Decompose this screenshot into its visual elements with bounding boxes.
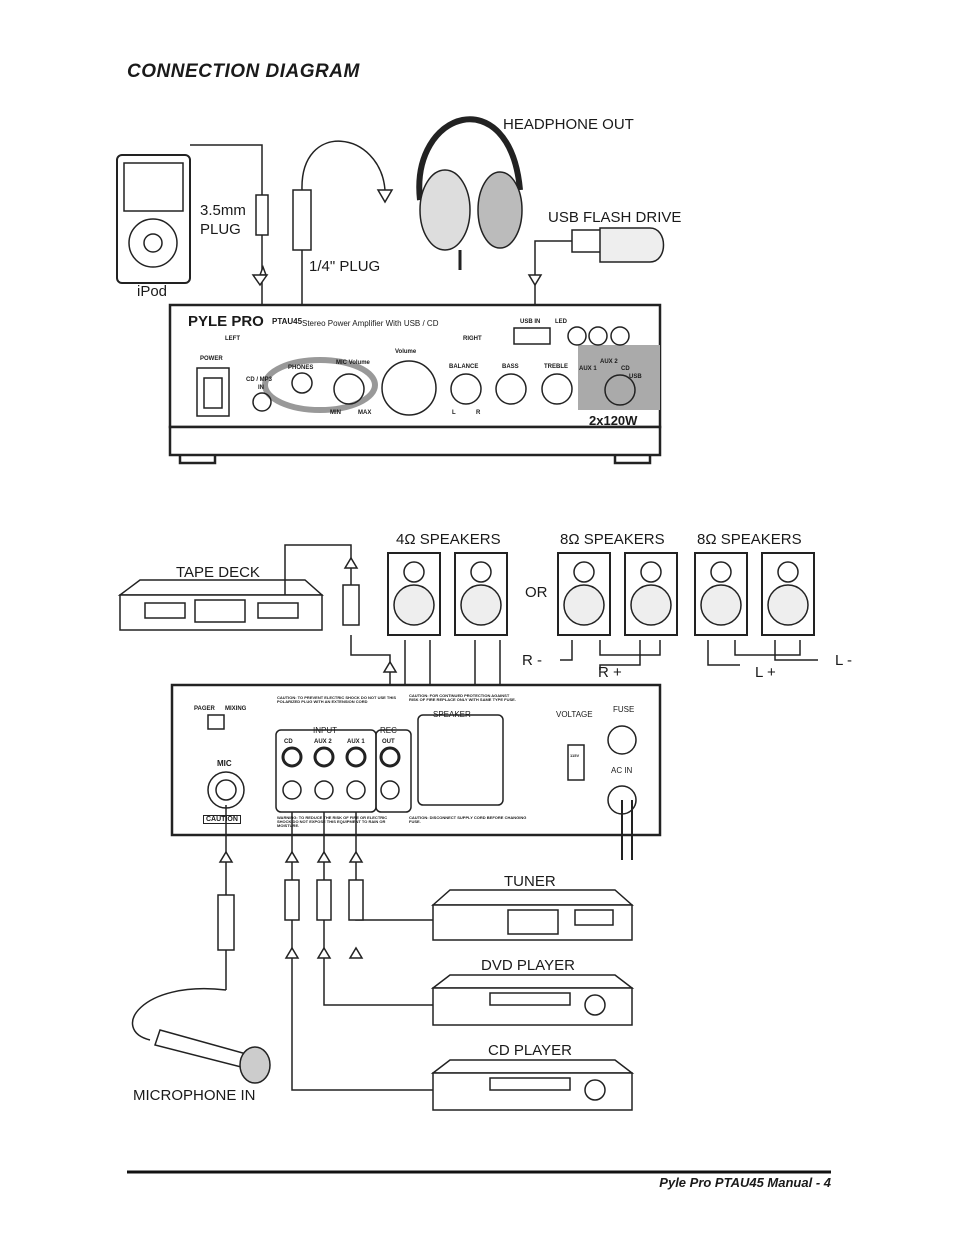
speaker-terminal-label: SPEAKER: [433, 710, 471, 719]
dvd-player-device: [430, 974, 635, 1026]
balance-l-label: L: [452, 410, 456, 416]
warning-text: WARNING: TO REDUCE THE RISK OF FIRE OR E…: [277, 815, 388, 828]
max-label: MAX: [358, 410, 372, 416]
treble-label: TREBLE: [544, 364, 568, 370]
l-minus-label: L -: [835, 652, 852, 669]
phones-cable: [301, 140, 386, 350]
rear-cd-label: CD: [284, 739, 293, 745]
rec-out-label: OUT: [382, 739, 395, 745]
usb-cable: [534, 240, 572, 315]
power-label: POWER: [200, 356, 223, 362]
phones-label: PHONES: [288, 365, 314, 371]
tuner-device: [431, 889, 634, 941]
fuse-label: FUSE: [613, 705, 635, 714]
plug-35mm-label: 3.5mm: [200, 202, 246, 219]
cd-player-label: CD PLAYER: [488, 1042, 572, 1059]
microphone-image: [131, 987, 271, 1084]
input-label: INPUT: [313, 726, 337, 735]
wattage-label: 2x120W: [589, 413, 638, 428]
caution-text-1: CAUTION: TO PREVENT ELECTRIC SHOCK DO NO…: [277, 695, 397, 704]
right-meter-label: RIGHT: [463, 336, 482, 342]
led-label: LED: [555, 319, 567, 325]
page-title: CONNECTION DIAGRAM: [127, 61, 360, 82]
quarter-inch-plug-icon: [292, 189, 312, 251]
min-label: MIN: [330, 410, 341, 416]
ipod-label: iPod: [137, 283, 168, 300]
mic-label: MIC: [217, 759, 232, 768]
aux1-label: AUX 1: [579, 366, 597, 372]
tape-deck-device: [117, 579, 324, 631]
mic-volume-label: MIC Volume: [336, 360, 370, 366]
dvd-player-label: DVD PLAYER: [481, 957, 575, 974]
or-label: OR: [525, 584, 548, 601]
usb-flash-drive-label: USB FLASH DRIVE: [548, 209, 682, 226]
brand-logo: PYLE PRO: [188, 313, 264, 330]
speakers-group: [387, 552, 815, 636]
aux2-label: AUX 2: [600, 359, 618, 365]
plug-35mm-label-2: PLUG: [200, 221, 241, 238]
usb-flash-drive-image: [571, 227, 665, 263]
voltage-label: VOLTAGE: [556, 710, 593, 719]
voltage-switch-value: 115V: [570, 753, 580, 758]
tape-deck-label: TAPE DECK: [176, 564, 260, 581]
ac-in-label: AC IN: [611, 766, 633, 775]
amplifier-front-panel: [168, 303, 662, 465]
microphone-in-label: MICROPHONE IN: [133, 1087, 256, 1104]
caution-text-3: CAUTION: DISCONNECT SUPPLY CORD BEFORE C…: [409, 815, 527, 824]
speakers-4ohm-label: 4Ω SPEAKERS: [396, 531, 501, 548]
tuner-label: TUNER: [504, 873, 556, 890]
cd-player-device: [430, 1059, 635, 1111]
rec-out-cable: [284, 544, 391, 700]
quarter-plug-label: 1/4" PLUG: [309, 258, 381, 275]
speakers-8ohm-label-b: 8Ω SPEAKERS: [697, 531, 802, 548]
headphones-image: [416, 116, 523, 270]
rear-aux1-label: AUX 1: [347, 739, 365, 745]
balance-r-label: R: [476, 410, 481, 416]
balance-label: BALANCE: [449, 364, 479, 370]
ipod-device: [116, 154, 191, 284]
headphone-out-label: HEADPHONE OUT: [503, 116, 634, 133]
amp-subtitle: Stereo Power Amplifier With USB / CD: [302, 319, 439, 328]
page-footer: Pyle Pro PTAU45 Manual - 4: [659, 1175, 831, 1190]
rec-label: REC: [380, 726, 397, 735]
left-meter-label: LEFT: [225, 336, 240, 342]
r-plus-label: R +: [598, 664, 622, 681]
bass-label: BASS: [502, 364, 519, 370]
cd-label: CD: [621, 366, 630, 372]
pager-label: PAGER: [194, 706, 215, 712]
in-label: IN: [258, 385, 264, 391]
usb-label: USB: [629, 374, 642, 380]
caution-text-2: CAUTION: FOR CONTINUED PROTECTION AGAINS…: [409, 693, 516, 702]
rear-aux2-label: AUX 2: [314, 739, 332, 745]
l-plus-label: L +: [755, 664, 776, 681]
mixing-label: MIXING: [225, 706, 247, 712]
volume-label: Volume: [395, 349, 417, 355]
mini-plug-icon: [255, 194, 269, 236]
caution-box: CAUTION: [203, 815, 241, 824]
usb-in-label: USB IN: [520, 319, 541, 325]
model-label: PTAU45: [272, 317, 303, 326]
amplifier-rear-panel: [170, 683, 662, 837]
r-minus-label: R -: [522, 652, 542, 669]
speakers-8ohm-label-a: 8Ω SPEAKERS: [560, 531, 665, 548]
cd-mp3-label: CD / MP3: [246, 377, 273, 383]
